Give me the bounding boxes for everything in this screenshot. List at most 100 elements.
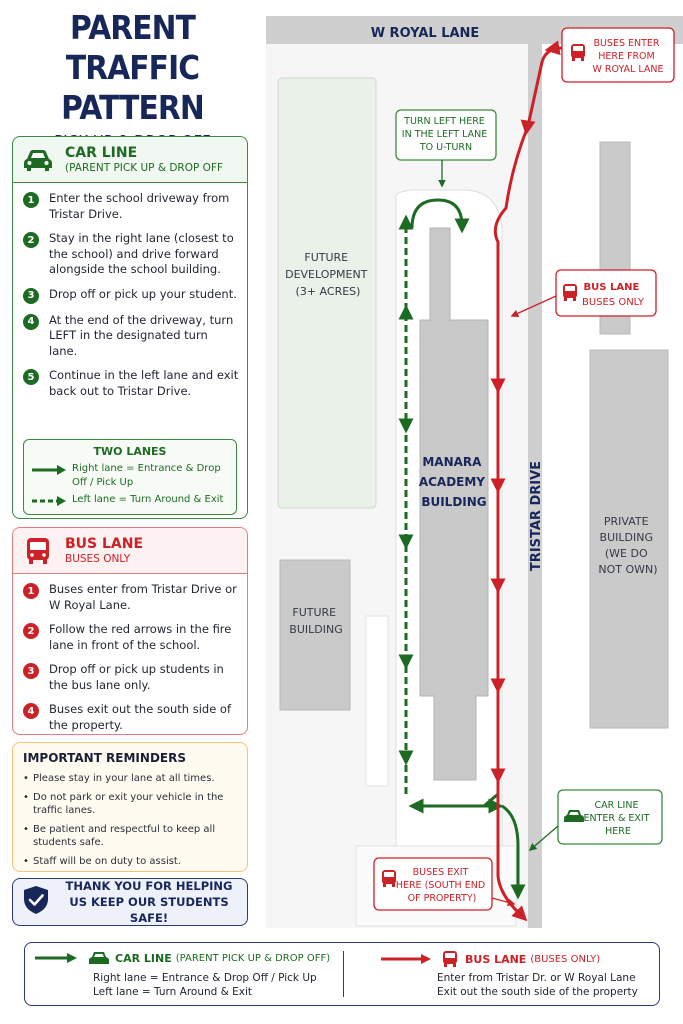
legend-bus-title: BUS LANE <box>465 952 527 966</box>
page-title-line1: PARENT TRAFFIC <box>65 8 200 87</box>
buses-enter-line: BUSES ENTER <box>593 38 659 49</box>
car-step-text: Continue in the left lane and exit back … <box>49 368 239 398</box>
buses-exit-line: OF PROPERTY) <box>408 893 477 904</box>
buses-exit-callout <box>373 857 493 911</box>
bus-lane-callout <box>555 269 657 317</box>
title-block: PARENT TRAFFIC PATTERN PICK UP & DROP OF… <box>0 8 265 150</box>
car-line-enter-line: CAR LINE <box>595 800 639 811</box>
legend-bus-lane: BUS LANE (BUSES ONLY) Enter from Tristar… <box>345 943 659 1005</box>
thanks-panel: THANK YOU FOR HELPING US KEEP OUR STUDEN… <box>12 878 248 926</box>
bus-step-text: Follow the red arrows in the fire lane i… <box>49 622 232 652</box>
left-lane-row: Left lane = Turn Around & Exit <box>32 493 228 507</box>
future-building-line: FUTURE <box>292 606 336 619</box>
car-step-number: 2 <box>23 232 39 248</box>
car-step-text: Stay in the right lane (closest to the s… <box>49 231 234 276</box>
right-lane-row: Right lane = Entrance & Drop Off / Pick … <box>32 462 228 490</box>
bus-icon <box>443 951 457 967</box>
bus-lane-callout-text: BUS LANE BUSES ONLY <box>582 282 645 308</box>
car-icon <box>564 810 584 822</box>
future-development-area <box>277 77 377 509</box>
manara-building-line: BUILDING <box>421 495 486 509</box>
reminders-title: IMPORTANT REMINDERS <box>23 751 186 765</box>
bus-route <box>493 46 563 918</box>
reminder-item: Do not park or exit your vehicle in the … <box>23 791 237 818</box>
right-lane-text: Right lane = Entrance & Drop Off / Pick … <box>72 463 221 488</box>
buses-exit-pointer <box>491 897 516 907</box>
reminder-item: Be patient and respectful to keep all st… <box>23 823 237 850</box>
bus-step-text: Drop off or pick up students in the bus … <box>49 662 224 692</box>
private-building-line: NOT OWN) <box>598 563 657 576</box>
future-building-label: FUTURE BUILDING <box>289 606 342 636</box>
car-step: 2 Stay in the right lane (closest to the … <box>23 231 239 278</box>
page-title-line2: PATTERN <box>61 88 205 127</box>
bus-lane-pointer <box>510 295 557 317</box>
legend-bus-subtitle: (BUSES ONLY) <box>530 953 601 965</box>
future-development-line: DEVELOPMENT <box>285 268 368 281</box>
site-map: W ROYAL LANE TRISTAR DRIVE FUTURE DEVELO… <box>266 16 683 928</box>
car-line-enter-line: ENTER & EXIT <box>583 813 649 824</box>
w-royal-lane-label: W ROYAL LANE <box>371 26 480 41</box>
tristar-drive-label: TRISTAR DRIVE <box>529 461 544 571</box>
car-route-u-turn <box>410 198 470 234</box>
bus-route-arrowhead <box>520 119 536 136</box>
buses-exit-line: BUSES EXIT <box>413 867 469 878</box>
future-development-label: FUTURE DEVELOPMENT (3+ ACRES) <box>285 251 371 298</box>
bus-lane-callout-line: BUS LANE <box>584 282 640 293</box>
bus-lane-subtitle: BUSES ONLY <box>65 553 131 565</box>
buses-exit-callout-text: BUSES EXIT HERE (SOUTH END OF PROPERTY) <box>396 867 488 904</box>
legend-car-line: CAR LINE (PARENT PICK UP & DROP OFF) Rig… <box>25 943 343 1005</box>
turn-left-callout-text: TURN LEFT HERE IN THE LEFT LANE TO U-TUR… <box>402 116 490 153</box>
manara-building-label: MANARA ACADEMY BUILDING <box>419 455 489 509</box>
legend-car-title: CAR LINE <box>115 951 172 965</box>
shield-check-icon <box>23 885 49 919</box>
bus-step-number: 4 <box>23 703 39 719</box>
car-line-header: CAR LINE (PARENT PICK UP & DROP OFF <box>13 137 247 183</box>
legend-bus-line1: Enter from Tristar Dr. or W Royal Lane <box>437 972 636 984</box>
tristar-drive-road <box>528 44 542 928</box>
bottom-legend: CAR LINE (PARENT PICK UP & DROP OFF) Rig… <box>24 942 660 1006</box>
thanks-line2: US KEEP OUR STUDENTS SAFE! <box>69 895 229 925</box>
private-building-line: PRIVATE <box>604 515 649 528</box>
car-step-number: 5 <box>23 369 39 385</box>
car-line-enter-callout-text: CAR LINE ENTER & EXIT HERE <box>583 800 652 837</box>
future-building <box>279 559 351 711</box>
bus-lane-title: BUS LANE <box>65 536 144 552</box>
turn-left-line: IN THE LEFT LANE <box>402 129 487 140</box>
buses-enter-callout-text: BUSES ENTER HERE FROM W ROYAL LANE <box>593 38 664 75</box>
car-line-enter-line: HERE <box>605 826 631 837</box>
solid-arrow-icon <box>381 954 431 964</box>
reminders-list: Please stay in your lane at all times. D… <box>23 772 237 868</box>
bus-icon <box>571 44 585 61</box>
car-icon <box>21 147 55 173</box>
bus-step-number: 1 <box>23 583 39 599</box>
future-development-line: FUTURE <box>304 251 348 264</box>
two-lanes-box: TWO LANES Right lane = Entrance & Drop O… <box>23 439 237 515</box>
car-step-text: Enter the school driveway from Tristar D… <box>49 191 230 221</box>
legend-bus-head: BUS LANE (BUSES ONLY) <box>381 951 600 967</box>
manara-academy-building <box>419 227 489 781</box>
car-step-text: Drop off or pick up your student. <box>49 286 237 301</box>
bus-step: 1 Buses enter from Tristar Drive or W Roy… <box>23 582 239 613</box>
bus-lane-callout-line: BUSES ONLY <box>582 297 645 308</box>
reminders-panel: IMPORTANT REMINDERS Please stay in your … <box>12 742 248 872</box>
buses-exit-line: HERE (SOUTH END <box>396 880 485 891</box>
legend-car-head: CAR LINE (PARENT PICK UP & DROP OFF) <box>35 951 330 965</box>
turn-left-callout <box>395 109 497 161</box>
bus-icon <box>563 284 577 301</box>
bus-icon <box>21 537 55 564</box>
legend-car-subtitle: (PARENT PICK UP & DROP OFF) <box>175 952 331 964</box>
private-building-label: PRIVATE BUILDING (WE DO NOT OWN) <box>598 515 657 576</box>
solid-arrow-icon <box>35 953 77 963</box>
buses-enter-callout <box>561 27 675 83</box>
manara-building-line: MANARA <box>422 455 482 469</box>
car-route-exit <box>501 804 526 900</box>
bus-lane-panel: BUS LANE BUSES ONLY 1 Buses enter from Tr… <box>12 527 248 735</box>
bus-step-text: Buses enter from Tristar Drive or W Roya… <box>49 582 237 612</box>
turn-left-line: TURN LEFT HERE <box>403 116 485 127</box>
car-step-text: At the end of the driveway, turn LEFT in… <box>49 312 234 358</box>
